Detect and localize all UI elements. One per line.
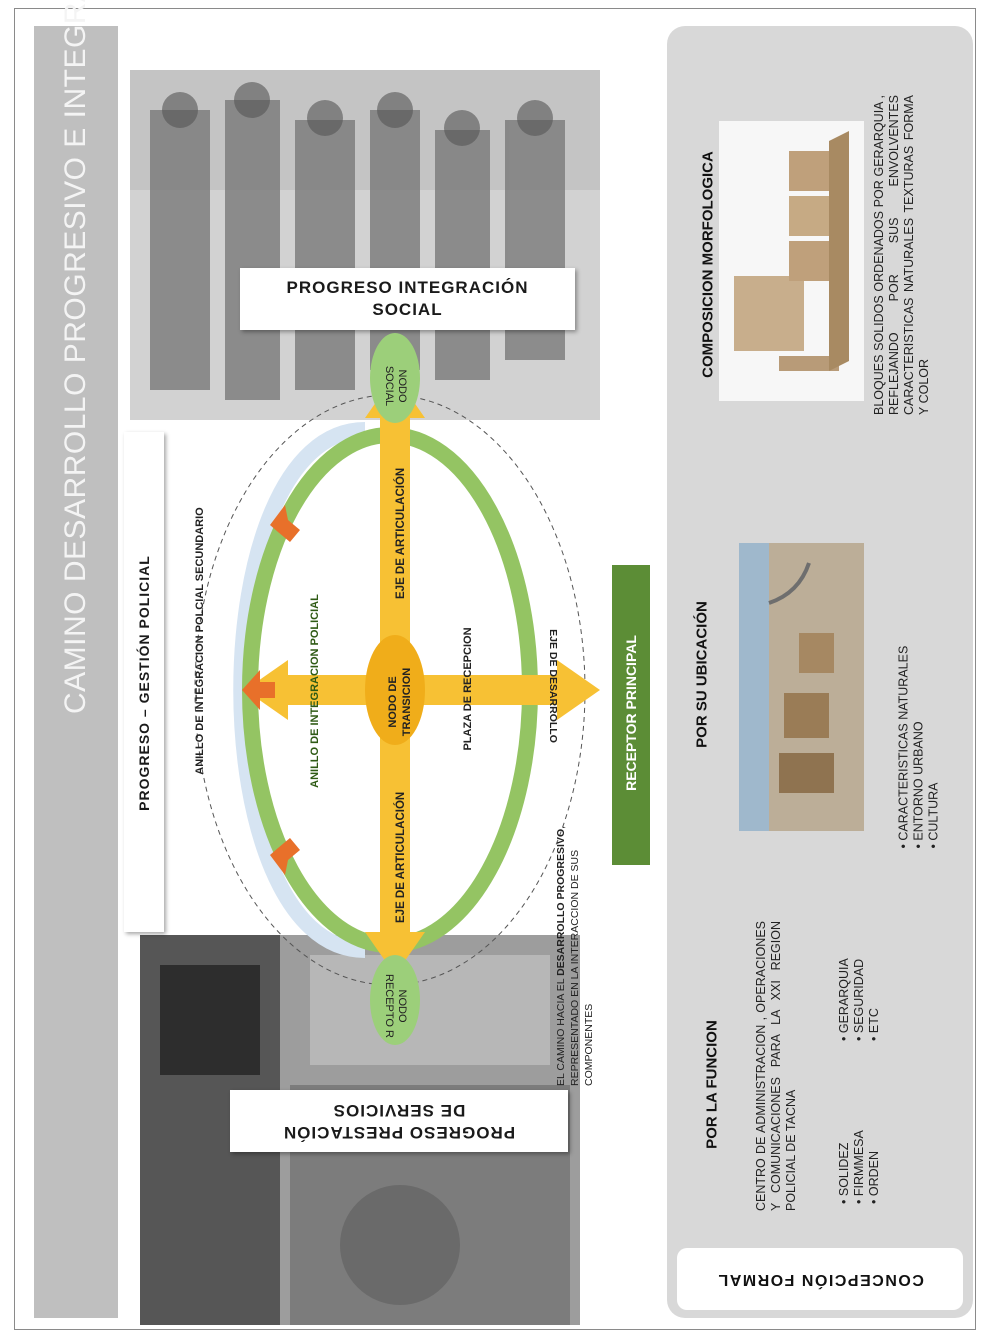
ubicacion-list-item: • CARACTERISTICAS NATURALES bbox=[896, 645, 911, 849]
label-progreso-integracion-social: PROGRESO INTEGRACIÓN SOCIAL bbox=[240, 268, 575, 330]
funcion-list-a-item: • SOLIDEZ bbox=[837, 1142, 851, 1204]
funcion-title: POR LA FUNCION bbox=[703, 1020, 721, 1149]
concepcion-formal-header: CONCEPCIÓN FORMAL bbox=[677, 1248, 963, 1310]
label-anillo-secundario: ANILLO DE INTEGRACION POLCIAL SECUNDARIO bbox=[194, 507, 206, 775]
nodo-receptor-shape bbox=[370, 955, 420, 1045]
ubicacion-list-item: • ENTORNO URBANO bbox=[911, 721, 926, 849]
funcion-list-b-item: • ETC bbox=[867, 1008, 881, 1041]
accent-arrow-3 bbox=[270, 838, 300, 875]
photo-integracion-social bbox=[130, 70, 600, 420]
concepcion-formal-title: CONCEPCIÓN FORMAL bbox=[716, 1271, 924, 1288]
funcion-list-a: • SOLIDEZ • FIRMMESA • ORDEN bbox=[837, 1074, 887, 1204]
funcion-list-a-item: • ORDEN bbox=[867, 1150, 881, 1204]
label-progreso-prestacion-servicios: PROGRESO PRESTACIÓN DE SERVICIOS bbox=[230, 1090, 568, 1152]
funcion-list-b-item: • GERARQUIA bbox=[837, 958, 851, 1041]
accent-arrow-1 bbox=[242, 670, 275, 710]
concepcion-formal-panel: CONCEPCIÓN FORMAL POR LA FUNCION CENTRO … bbox=[667, 26, 973, 1318]
label-nodo-receptor: NODO RECEPTO R bbox=[383, 974, 408, 1038]
label-anillo-integracion: ANILLO DE INTEGRACION POLICIAL bbox=[309, 594, 321, 788]
ubicacion-list-item: • CULTURA bbox=[926, 782, 941, 849]
ubicacion-list: • CARACTERISTICAS NATURALES • ENTORNO UR… bbox=[897, 619, 952, 849]
ubicacion-photo bbox=[739, 543, 864, 831]
page-title: CAMINO DESARROLLO PROGRESIVO E INTEGRAL … bbox=[58, 0, 94, 714]
label-nodo-social: NODO SOCIAL bbox=[383, 365, 408, 407]
title-bar: CAMINO DESARROLLO PROGRESIVO E INTEGRAL … bbox=[34, 0, 118, 1318]
camino-caption: EL CAMINO HACIA EL DESARROLLO PROGRESIVO… bbox=[555, 825, 595, 1086]
funcion-text: CENTRO DE ADMINISTRACION , OPERACIONES Y… bbox=[754, 921, 798, 1211]
accent-arrow-2 bbox=[270, 505, 300, 542]
label-eje-articulacion-bottom: EJE DE ARTICULACIÓN bbox=[395, 791, 407, 923]
outer-ring bbox=[233, 422, 366, 958]
funcion-list-b-item: • SEGURIDAD bbox=[852, 958, 866, 1041]
diagram-central bbox=[194, 333, 600, 1045]
nodo-social-shape bbox=[370, 333, 420, 423]
label-nodo-transicion: NODO DE TRANSICION bbox=[387, 667, 413, 737]
funcion-list-b: • GERARQUIA • SEGURIDAD • ETC bbox=[837, 911, 887, 1041]
ubicacion-title: POR SU UBICACIÓN bbox=[693, 601, 711, 748]
nodo-transicion-shape bbox=[365, 635, 425, 745]
receptor-principal-box: RECEPTOR PRINCIPAL bbox=[612, 565, 650, 865]
morfologica-title: COMPOSICION MORFOLOGICA bbox=[699, 151, 717, 378]
label-progreso-gestion-policial: PROGRESO – GESTIÓN POLICIAL bbox=[124, 432, 164, 932]
morfologica-image bbox=[719, 121, 864, 401]
morfologica-text: BLOQUES SOLIDOS ORDENADOS POR GERARQUIA … bbox=[872, 95, 931, 415]
receptor-principal-label: RECEPTOR PRINCIPAL bbox=[623, 635, 639, 791]
funcion-list-a-item: • FIRMMESA bbox=[852, 1130, 866, 1204]
label-eje-articulacion-top: EJE DE ARTICULACIÓN bbox=[395, 467, 407, 599]
label-plaza-recepcion: PLAZA DE RECEPCION bbox=[462, 627, 474, 751]
label-eje-desarrollo: EJE DE DESARROLLO bbox=[547, 629, 559, 743]
